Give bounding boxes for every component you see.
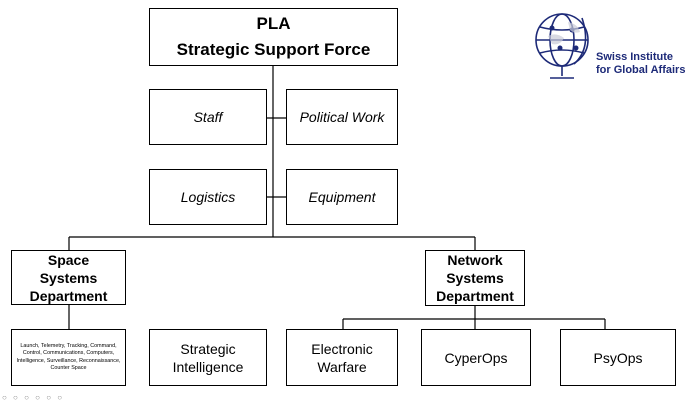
intelligence-label: Intelligence xyxy=(172,358,244,375)
logo-text: Swiss Institute for Global Affairs xyxy=(596,51,685,77)
strategic-label: Strategic xyxy=(180,340,236,357)
warfare-label: Warfare xyxy=(317,358,367,375)
political-work-box: Political Work xyxy=(286,89,398,145)
staff-label: Staff xyxy=(193,109,223,125)
network-label: Network xyxy=(447,252,503,268)
globe-icon xyxy=(535,13,589,79)
psyops-box: PsyOps xyxy=(560,329,676,386)
department-label: Department xyxy=(436,288,514,304)
political-work-label: Political Work xyxy=(299,109,385,125)
cyperops-box: CyperOps xyxy=(421,329,531,386)
logo-line2: for Global Affairs xyxy=(596,64,686,76)
logistics-box: Logistics xyxy=(149,169,267,225)
electronic-label: Electronic xyxy=(311,340,373,357)
footer-dots: ○ ○ ○ ○ ○ ○ xyxy=(2,393,65,402)
pla-label: PLA xyxy=(256,14,291,33)
ssf-label: Strategic Support Force xyxy=(176,40,371,59)
space-functions-box: Launch, Telemetry, Tracking, Command, Co… xyxy=(11,329,126,386)
psyops-label: PsyOps xyxy=(593,349,643,366)
equipment-box: Equipment xyxy=(286,169,398,225)
logo-line1: Swiss Institute xyxy=(596,51,674,63)
space-systems-label: Space Systems Department xyxy=(29,251,108,304)
pla-ssf-box: PLA Strategic Support Force xyxy=(149,8,398,66)
equipment-label: Equipment xyxy=(308,189,376,205)
space-systems-box: Space Systems Department xyxy=(11,250,126,305)
systems-label: Systems xyxy=(446,270,504,286)
staff-box: Staff xyxy=(149,89,267,145)
cyperops-label: CyperOps xyxy=(444,349,508,366)
space-functions-label: Launch, Telemetry, Tracking, Command, Co… xyxy=(16,343,121,371)
network-systems-box: Network Systems Department xyxy=(425,250,525,306)
strategic-intelligence-box: Strategic Intelligence xyxy=(149,329,267,386)
electronic-warfare-box: Electronic Warfare xyxy=(286,329,398,386)
logistics-label: Logistics xyxy=(180,189,236,205)
